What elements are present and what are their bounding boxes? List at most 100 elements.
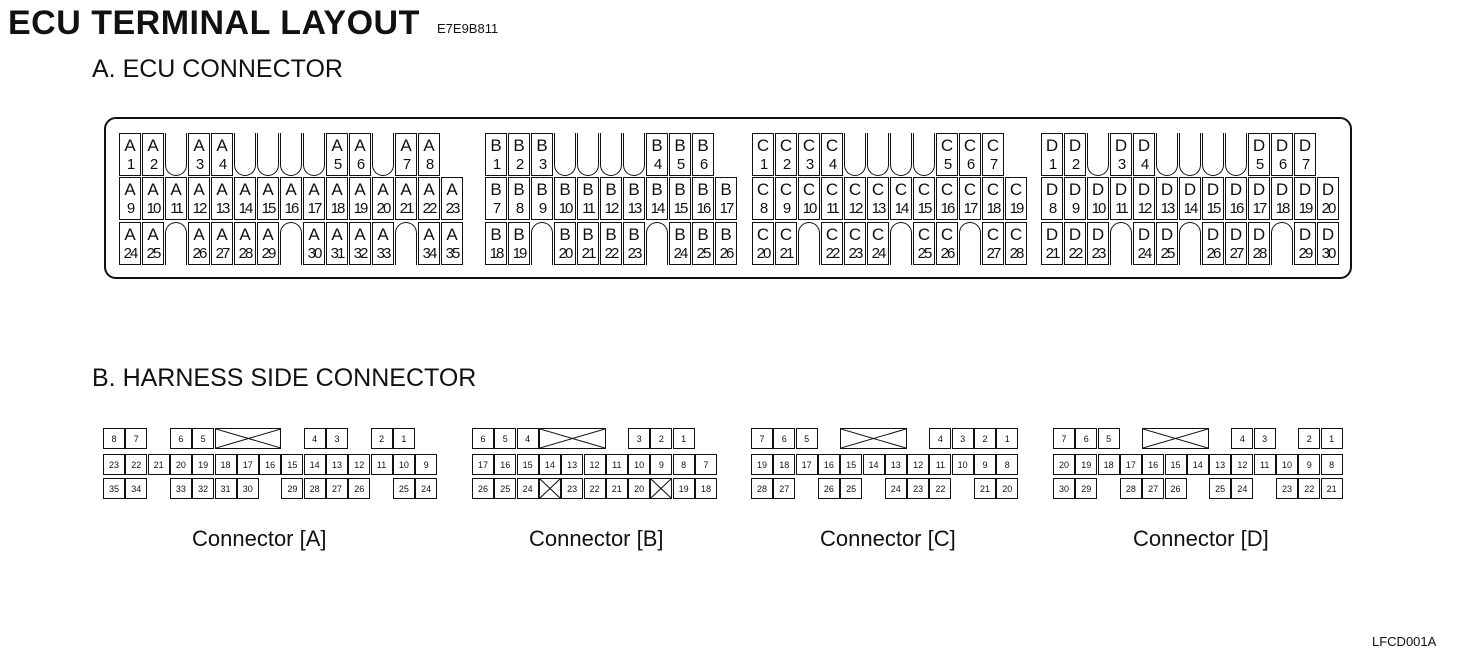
harness-pin-c-20: 20 (996, 478, 1019, 499)
harness-pin-c-16: 16 (817, 454, 840, 475)
ecu-keyway (1225, 133, 1247, 176)
ecu-keyway (531, 222, 553, 265)
harness-pin-d-22: 22 (1298, 478, 1321, 499)
harness-pin-d-11: 11 (1253, 454, 1276, 475)
harness-pin-a-24: 24 (415, 478, 438, 499)
harness-pin-b-2: 2 (650, 428, 673, 449)
harness-pin-a-35: 35 (103, 478, 125, 499)
harness-pin-b-23: 23 (561, 478, 584, 499)
ecu-keyway (890, 222, 912, 265)
harness-pin-c-24: 24 (884, 478, 907, 499)
harness-pin-b-17: 17 (472, 454, 494, 475)
harness-pin-b-7: 7 (695, 454, 717, 475)
harness-pin-c-21: 21 (974, 478, 996, 499)
ecu-keyway (623, 133, 645, 176)
harness-pin-b-9: 9 (650, 454, 673, 475)
harness-pin-c-13: 13 (884, 454, 907, 475)
harness-pin-a-33: 33 (169, 478, 192, 499)
ecu-keyway (372, 133, 394, 176)
harness-pin-a-29: 29 (281, 478, 304, 499)
harness-pin-c-28: 28 (751, 478, 773, 499)
harness-pin-d-28: 28 (1119, 478, 1142, 499)
section-ecu-connector-heading: A. ECU CONNECTOR (92, 55, 343, 83)
harness-pin-b-15: 15 (516, 454, 539, 475)
harness-pin-c-3: 3 (951, 428, 974, 449)
ecu-keyway (554, 133, 576, 176)
harness-pin-b-25: 25 (494, 478, 517, 499)
harness-pin-c-26: 26 (817, 478, 840, 499)
harness-pin-d-20: 20 (1053, 454, 1075, 475)
ecu-keyway (165, 222, 187, 265)
harness-pin-b-1: 1 (672, 428, 695, 449)
harness-pin-b-18: 18 (695, 478, 717, 499)
harness-pin-a-15: 15 (281, 454, 304, 475)
ecu-keyway (913, 133, 935, 176)
harness-pin-d-19: 19 (1075, 454, 1098, 475)
harness-pin-a-3: 3 (326, 428, 348, 449)
harness-pin-d-30: 30 (1053, 478, 1075, 499)
harness-pin-a-27: 27 (326, 478, 348, 499)
harness-pin-c-1: 1 (996, 428, 1019, 449)
harness-pin-b-3: 3 (628, 428, 651, 449)
harness-pin-a-1: 1 (392, 428, 415, 449)
harness-pin-c-23: 23 (907, 478, 930, 499)
harness-pin-d-24: 24 (1231, 478, 1254, 499)
harness-pin-c-2: 2 (974, 428, 996, 449)
harness-pin-a-5: 5 (192, 428, 215, 449)
harness-pin-a-22: 22 (125, 454, 148, 475)
harness-pin-b-21: 21 (605, 478, 628, 499)
harness-pin-a-12: 12 (348, 454, 371, 475)
ecu-keyway (234, 133, 256, 176)
harness-pin-d-3: 3 (1253, 428, 1276, 449)
harness-pin-d-14: 14 (1186, 454, 1209, 475)
harness-pin-a-9: 9 (415, 454, 438, 475)
ecu-keyway (1202, 133, 1224, 176)
harness-pin-d-26: 26 (1164, 478, 1187, 499)
harness-pin-d-21: 21 (1320, 478, 1343, 499)
